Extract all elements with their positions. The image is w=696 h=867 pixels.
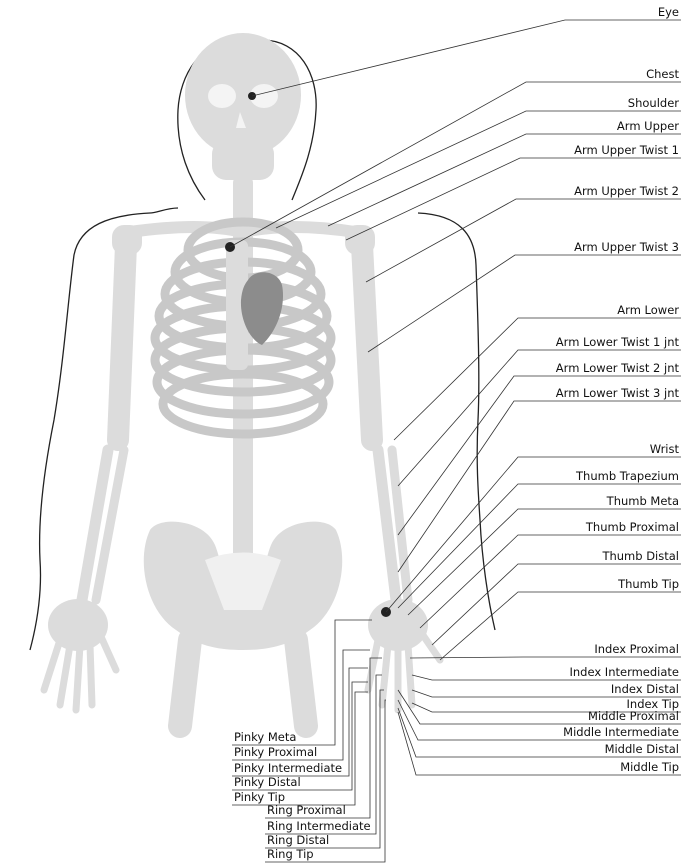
label-chest: Chest [646,67,679,81]
label-arm-upper-twist-1: Arm Upper Twist 1 [574,143,679,157]
label-middle-proximal: Middle Proximal [588,709,679,723]
label-ring-distal: Ring Distal [267,833,329,847]
label-pinky-distal: Pinky Distal [234,775,301,789]
label-middle-intermediate: Middle Intermediate [563,725,679,739]
label-arm-upper-twist-2: Arm Upper Twist 2 [574,184,679,198]
label-ring-proximal: Ring Proximal [267,803,346,817]
label-index-intermediate: Index Intermediate [569,665,679,679]
label-arm-lower-twist-3: Arm Lower Twist 3 jnt [556,386,680,400]
labels-right: Eye Chest Shoulder Arm Upper Arm Upper T… [556,5,680,774]
label-ring-intermediate: Ring Intermediate [267,819,371,833]
label-wrist: Wrist [650,442,680,456]
label-pinky-meta: Pinky Meta [234,730,296,744]
label-shoulder: Shoulder [628,96,679,110]
label-arm-upper: Arm Upper [617,119,679,133]
label-thumb-trapezium: Thumb Trapezium [575,469,679,483]
label-middle-distal: Middle Distal [605,742,679,756]
label-arm-lower-twist-1: Arm Lower Twist 1 jnt [556,335,680,349]
clavicles [130,227,355,232]
label-arm-lower: Arm Lower [617,303,679,317]
label-thumb-proximal: Thumb Proximal [585,520,679,534]
label-pinky-proximal: Pinky Proximal [234,745,317,759]
label-thumb-meta: Thumb Meta [606,494,679,508]
label-arm-upper-twist-3: Arm Upper Twist 3 [574,240,679,254]
skull [185,33,301,180]
label-index-distal: Index Distal [611,682,679,696]
label-thumb-tip: Thumb Tip [617,577,679,591]
label-index-proximal: Index Proximal [594,642,679,656]
labels-left: Pinky Meta Pinky Proximal Pinky Intermed… [234,730,371,861]
label-eye: Eye [658,5,679,19]
label-ring-tip: Ring Tip [267,847,314,861]
label-middle-tip: Middle Tip [620,760,679,774]
label-arm-lower-twist-2: Arm Lower Twist 2 jnt [556,361,680,375]
label-thumb-distal: Thumb Distal [601,549,679,563]
label-pinky-intermediate: Pinky Intermediate [234,761,342,775]
label-pinky-tip: Pinky Tip [234,790,285,804]
